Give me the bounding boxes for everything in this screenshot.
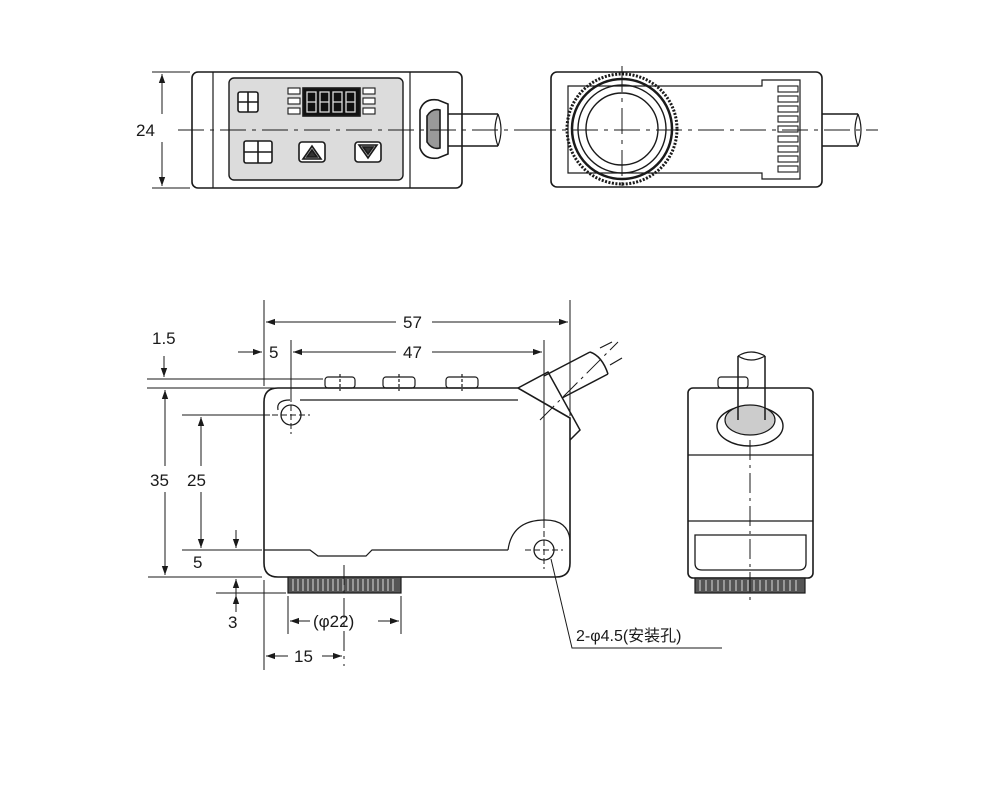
dim-47: 47 [403,343,422,362]
dim-3: 3 [228,613,237,632]
side-view [687,351,814,605]
cable [448,113,498,147]
dim-1-5: 1.5 [152,329,176,348]
top-view [152,71,536,189]
lens-view [530,66,878,192]
lens-outer-ring [565,72,679,186]
dim-5-hole-offset: 5 [269,343,278,362]
dim-35: 35 [150,471,169,490]
dim-24: 24 [136,121,155,140]
dim-15: 15 [294,647,313,666]
dim-25: 25 [187,471,206,490]
housing-outline [263,387,571,578]
front-view [147,300,722,670]
angled-cable-gland [517,370,581,441]
dim-phi-22: (φ22) [313,612,354,631]
dim-57: 57 [403,313,422,332]
mounting-hole-note: 2-φ4.5(安装孔) [576,627,682,645]
dim-5-bottom: 5 [193,553,202,572]
top-buttons [324,374,479,391]
